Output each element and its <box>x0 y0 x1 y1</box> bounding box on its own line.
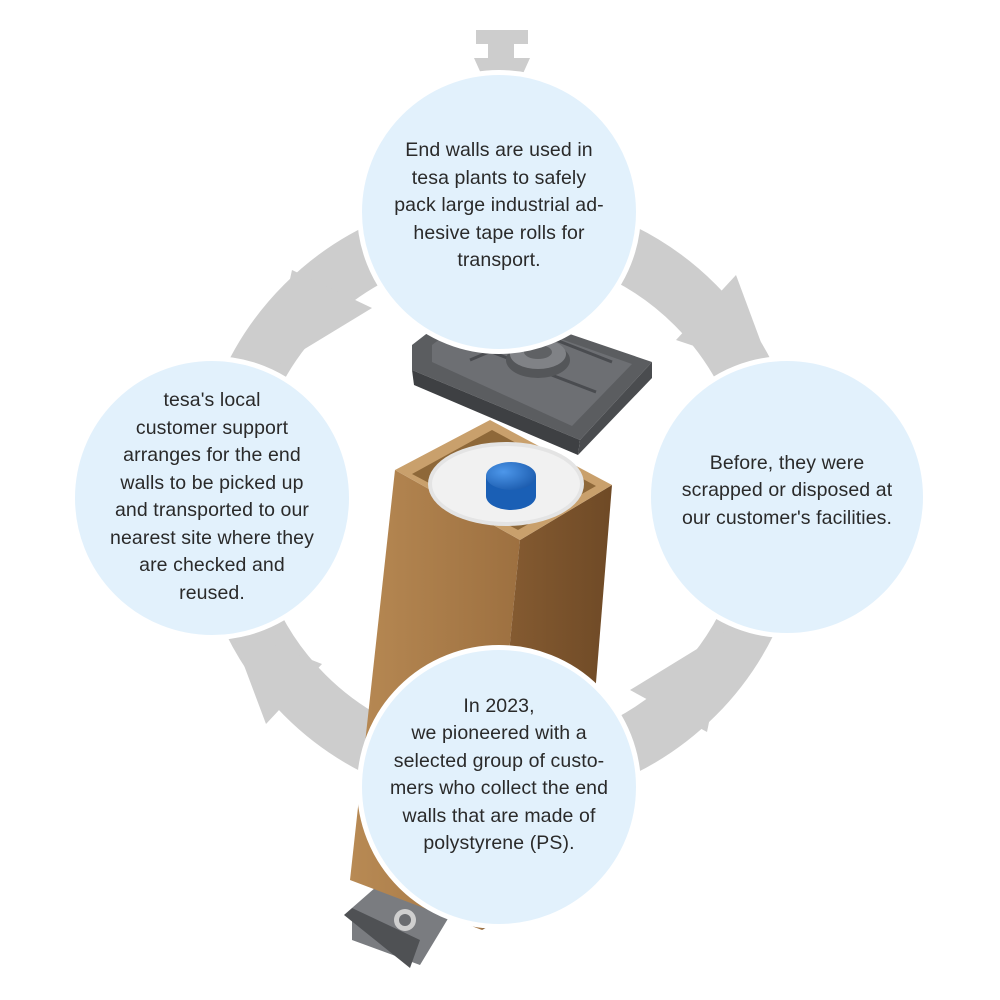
step-line: nearest site where they <box>110 526 314 549</box>
curved-arrow-icon <box>230 270 772 732</box>
step-line: walls to be picked up <box>120 471 304 494</box>
step-line: mers who collect the end <box>389 777 609 799</box>
step-line: scrapped or disposed at <box>681 479 893 502</box>
step-bubble-top: End walls are used in tesa plants to saf… <box>357 70 641 354</box>
step-line: walls that are made of <box>402 804 596 827</box>
step-line: we pioneered with a <box>411 722 587 744</box>
step-line: customer support <box>135 416 289 439</box>
step-bubble-left: tesa's local customer support arranges f… <box>70 356 354 640</box>
step-line: our customer's facilities. <box>681 506 893 529</box>
step-line: tesa's local <box>163 389 261 411</box>
step-line: polystyrene (PS). <box>423 832 575 854</box>
step-line: selected group of custo- <box>393 749 605 772</box>
step-bubble-bottom: In 2023, we pioneered with a selected gr… <box>357 645 641 929</box>
blue-core <box>486 462 536 510</box>
step-line: pack large industrial ad- <box>394 194 604 217</box>
step-line: and transported to our <box>114 499 310 521</box>
step-line: are checked and <box>139 554 285 576</box>
step-line: Before, they were <box>709 451 865 474</box>
step-line: End walls are used in <box>405 139 593 162</box>
step-line: transport. <box>457 249 541 272</box>
step-text-left: tesa's local customer support arranges f… <box>110 387 314 607</box>
step-text-right: Before, they were scrapped or disposed a… <box>682 450 892 533</box>
step-bubble-right: Before, they were scrapped or disposed a… <box>646 356 928 638</box>
step-line: tesa plants to safely <box>411 166 587 189</box>
step-text-top: End walls are used in tesa plants to saf… <box>394 137 604 275</box>
step-text-bottom: In 2023, we pioneered with a selected gr… <box>390 693 608 858</box>
step-line: reused. <box>179 581 245 604</box>
step-line: arranges for the end <box>123 444 301 466</box>
step-line: In 2023, <box>463 694 535 717</box>
step-line: hesive tape rolls for <box>413 221 585 244</box>
